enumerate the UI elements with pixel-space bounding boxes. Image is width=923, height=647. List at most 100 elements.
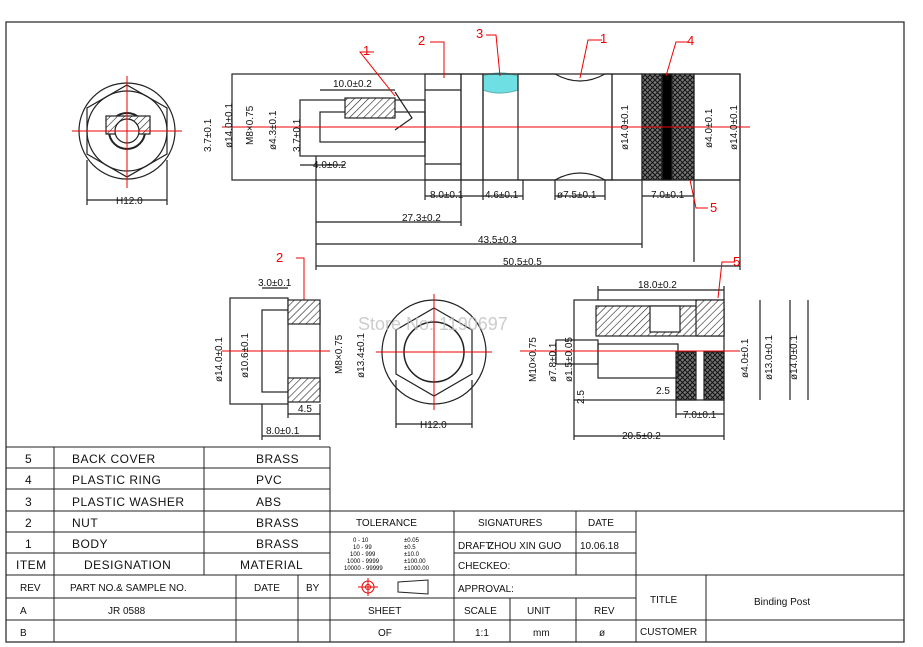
drawing-border	[5, 21, 905, 643]
nut-thread-label: M8×0.75	[334, 334, 345, 374]
nut-len-label: 8.0±0.1	[430, 190, 464, 201]
part-item: 1	[25, 537, 32, 551]
hex-bore-label: 3.7±0.1	[203, 118, 214, 152]
title-label: TITLE	[650, 595, 678, 606]
sheet-value: OF	[378, 628, 392, 639]
part-item: 3	[25, 495, 32, 509]
nut-id-label: ø10.6±0.1	[240, 333, 251, 378]
rev-box-label: REV	[594, 606, 615, 617]
title-value: Binding Post	[754, 597, 810, 608]
part-designation: NUT	[72, 516, 98, 530]
outer-dia-left-label: ø14.0±0.1	[224, 103, 235, 148]
parts-header-material: MATERIAL	[240, 558, 303, 572]
parts-header-designation: DESIGNATION	[84, 558, 171, 572]
cover-hole-label-b: ø4.0±0.1	[740, 338, 751, 378]
len3-label: 50.5±0.5	[503, 257, 542, 268]
callout-2: 2	[418, 33, 425, 48]
cover-total-label: 20.5±0.2	[622, 431, 661, 442]
slot-depth-label: 10.0±0.2	[333, 79, 372, 90]
parts-list: 5 BACK COVER BRASS 4 PLASTIC RING PVC 3 …	[16, 452, 303, 572]
nut-len-label: 8.0±0.1	[266, 426, 300, 437]
neck-dia-label: ø7.5±0.1	[557, 190, 597, 201]
signatures-title: SIGNATURES	[478, 518, 543, 529]
watermark: Store No: 1190697	[358, 314, 508, 334]
part-material: BRASS	[256, 516, 299, 530]
callout-4: 4	[687, 33, 694, 48]
customer-label: CUSTOMER	[640, 627, 697, 638]
sheet-label: SHEET	[368, 606, 401, 617]
end-view-hex	[72, 76, 182, 205]
tol-range: 10 - 99	[353, 545, 372, 551]
nut-flange-label: 3.0±0.1	[258, 278, 292, 289]
callout-leaders	[296, 34, 735, 300]
cover-d13-label: ø13.0±0.1	[764, 335, 775, 380]
callout-2b: 2	[276, 250, 283, 265]
len2-label: 43.5±0.3	[478, 235, 517, 246]
rev-header-rev: REV	[20, 583, 41, 594]
binding-post-side-view	[222, 72, 750, 270]
cover-d14-label: ø14.0±0.1	[789, 335, 800, 380]
parts-header-item: ITEM	[16, 558, 47, 572]
part-designation: BACK COVER	[72, 452, 156, 466]
callout-5: 5	[710, 200, 717, 215]
cover-dia-label: ø14.0±0.1	[729, 105, 740, 150]
scale-value: 1:1	[475, 628, 489, 639]
thread-label: M8×0.75	[245, 105, 256, 145]
cover-bore1-label: ø7.8±0.1	[548, 342, 559, 382]
tol-range: 0 - 10	[353, 538, 369, 544]
part-item: 4	[25, 473, 32, 487]
part-item: 2	[25, 516, 32, 530]
date-title: DATE	[588, 518, 614, 529]
draft-name: ZHOU XIN GUO	[488, 541, 562, 552]
title-block-grid	[6, 446, 904, 642]
nut-od-label: ø14.0±0.1	[214, 337, 225, 382]
rev-header-date: DATE	[254, 583, 280, 594]
nut-step-label: 4.5	[298, 404, 312, 415]
checked-label: CHECKEO:	[458, 561, 510, 572]
tolerance-rows: 0 - 10 ±0.05 10 - 99 ±0.5 100 - 999 ±10.…	[344, 538, 430, 572]
tol-value: ±100.00	[404, 559, 426, 565]
rev-part: JR 0588	[108, 606, 146, 617]
hex-width-label: H12.0	[116, 196, 143, 207]
approval-label: APPROVAL:	[458, 584, 514, 595]
cover-bore2-label: ø1.5±0.05	[564, 337, 575, 382]
projection-symbol-icon	[358, 578, 429, 596]
draft-date: 10.06.18	[580, 541, 619, 552]
part-designation: BODY	[72, 537, 108, 551]
slot-width-label: 4.0±0.2	[313, 160, 347, 171]
callout-3: 3	[476, 26, 483, 41]
tol-value: ±10.0	[404, 552, 420, 558]
rev-header-part: PART NO.& SAMPLE NO.	[70, 583, 187, 594]
part-designation: PLASTIC WASHER	[72, 495, 185, 509]
nut-front-view	[376, 294, 492, 428]
callout-1: 1	[363, 43, 370, 58]
cover-len-label: 18.0±0.2	[638, 280, 677, 291]
tol-range: 10000 - 99999	[344, 566, 383, 572]
rev-row: A	[20, 606, 27, 617]
tol-value: ±0.05	[404, 538, 420, 544]
callout-5b: 5	[733, 254, 740, 269]
slot-label: 3.7±0.1	[292, 118, 303, 152]
part-material: BRASS	[256, 537, 299, 551]
tol-range: 1000 - 9999	[347, 559, 380, 565]
cover-step-label: 2.5	[576, 390, 587, 404]
rev-header-by: BY	[306, 583, 320, 594]
scale-label: SCALE	[464, 606, 497, 617]
bore-label: ø4.3±0.1	[268, 110, 279, 150]
cover-hole-label: ø4.0±0.1	[704, 108, 715, 148]
nut-hex-label: ø13.4±0.1	[356, 333, 367, 378]
callout-1b: 1	[600, 31, 607, 46]
cover-ring-label: 7.0±0.1	[683, 410, 717, 421]
back-cover-side-view	[520, 286, 809, 440]
part-material: PVC	[256, 473, 282, 487]
unit-value: mm	[533, 628, 550, 639]
part-material: ABS	[256, 495, 282, 509]
tol-value: ±0.5	[404, 545, 416, 551]
part-item: 5	[25, 452, 32, 466]
tol-value: ±1000.00	[404, 566, 430, 572]
unit-label: UNIT	[527, 606, 550, 617]
part-designation: PLASTIC RING	[72, 473, 161, 487]
len1-label: 27.3±0.2	[402, 213, 441, 224]
cover-step2-label: 2.5	[656, 386, 670, 397]
